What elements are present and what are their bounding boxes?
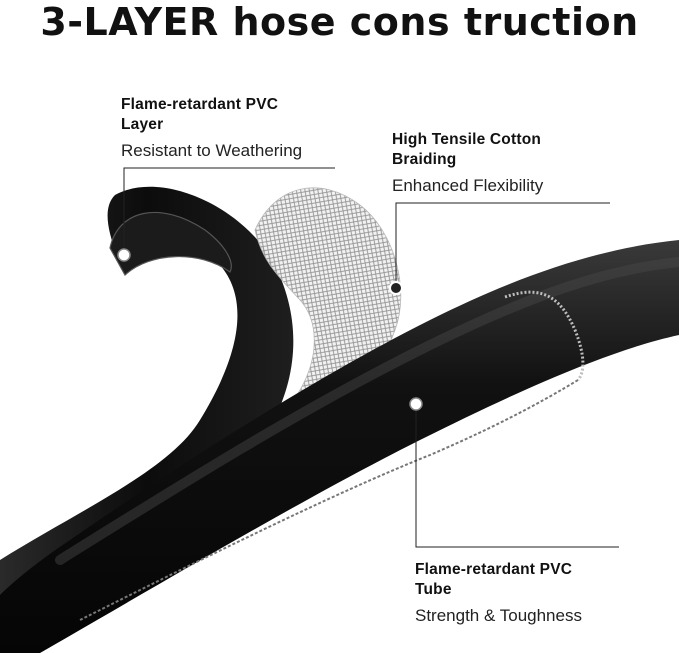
callout-dot-icon <box>410 398 422 410</box>
label-tube-layer: Flame-retardant PVC Tube Strength & Toug… <box>415 560 665 627</box>
layer-benefit: Strength & Toughness <box>415 605 665 627</box>
callout-dot-icon <box>390 282 402 294</box>
layer-name-line2: Layer <box>121 115 351 135</box>
label-outer-layer: Flame-retardant PVC Layer Resistant to W… <box>121 95 351 162</box>
page-title: 3-LAYER hose cons truction <box>0 0 679 44</box>
layer-name-line1: High Tensile Cotton <box>392 130 622 150</box>
layer-benefit: Resistant to Weathering <box>121 140 351 162</box>
layer-name-line1: Flame-retardant PVC <box>415 560 665 580</box>
label-braid-layer: High Tensile Cotton Braiding Enhanced Fl… <box>392 130 622 197</box>
layer-name-line2: Tube <box>415 580 665 600</box>
layer-benefit: Enhanced Flexibility <box>392 175 622 197</box>
layer-name-line2: Braiding <box>392 150 622 170</box>
callout-dot-icon <box>118 249 130 261</box>
layer-name-line1: Flame-retardant PVC <box>121 95 351 115</box>
